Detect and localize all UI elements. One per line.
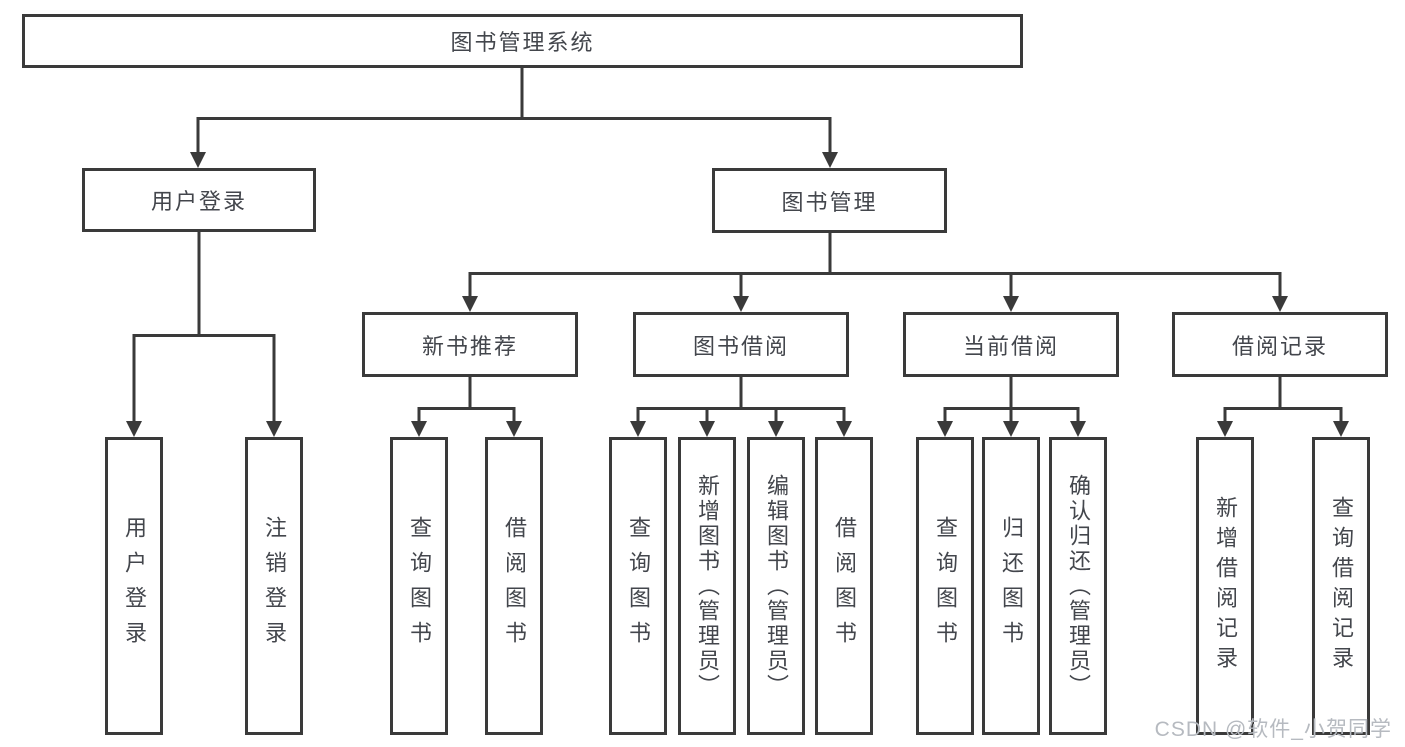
- node-user-login: 用户登录: [82, 168, 316, 232]
- leaf-newrec-borrow-books-label: 借阅图书: [502, 516, 527, 656]
- leaf-borrow-add-books-admin: 新增图书（管理员）: [678, 437, 736, 735]
- leaf-current-return-books-label: 归还图书: [999, 516, 1024, 656]
- leaf-logout: 注销登录: [245, 437, 303, 735]
- node-library-management-system-label: 图书管理系统: [450, 30, 595, 55]
- leaf-borrow-edit-books-admin-label: 编辑图书（管理员）: [764, 473, 789, 699]
- node-book-management: 图书管理: [712, 168, 947, 233]
- node-book-borrow-label: 图书借阅: [692, 333, 789, 359]
- leaf-borrow-edit-books-admin: 编辑图书（管理员）: [747, 437, 805, 735]
- node-library-management-system: 图书管理系统: [22, 14, 1023, 68]
- leaf-borrow-add-books-admin-label: 新增图书（管理员）: [695, 473, 720, 699]
- leaf-borrow-query-books: 查询图书: [609, 437, 667, 735]
- leaf-borrow-query-books-label: 查询图书: [626, 516, 651, 656]
- connector-user-login-to-leaves: [126, 232, 282, 437]
- node-book-management-label: 图书管理: [781, 189, 878, 215]
- leaf-borrow-borrow-books: 借阅图书: [815, 437, 873, 735]
- leaf-records-query-record-label: 查询借阅记录: [1329, 496, 1354, 676]
- connector-borrow-records-to-leaves: [1217, 377, 1349, 437]
- connector-root-to-level2: [190, 68, 838, 168]
- node-borrow-records: 借阅记录: [1172, 312, 1388, 377]
- connector-current-borrow-to-leaves: [937, 377, 1086, 437]
- leaf-current-confirm-return-admin-label: 确认归还（管理员）: [1066, 473, 1091, 699]
- leaf-current-confirm-return-admin: 确认归还（管理员）: [1049, 437, 1107, 735]
- node-book-borrow: 图书借阅: [633, 312, 849, 377]
- csdn-watermark: CSDN @软件_小贺同学: [1154, 718, 1392, 741]
- leaf-newrec-query-books: 查询图书: [390, 437, 448, 735]
- leaf-records-query-record: 查询借阅记录: [1312, 437, 1370, 735]
- leaf-current-query-books: 查询图书: [916, 437, 974, 735]
- leaf-current-query-books-label: 查询图书: [933, 516, 958, 656]
- node-user-login-label: 用户登录: [150, 189, 247, 214]
- leaf-borrow-borrow-books-label: 借阅图书: [832, 516, 857, 656]
- node-new-book-recommend: 新书推荐: [362, 312, 578, 377]
- node-current-borrow-label: 当前借阅: [962, 333, 1059, 359]
- leaf-newrec-borrow-books: 借阅图书: [485, 437, 543, 735]
- leaf-records-add-record: 新增借阅记录: [1196, 437, 1254, 735]
- leaf-user-login: 用户登录: [105, 437, 163, 735]
- leaf-logout-label: 注销登录: [262, 516, 287, 656]
- connector-book-borrow-to-leaves: [630, 377, 852, 437]
- node-borrow-records-label: 借阅记录: [1231, 333, 1328, 359]
- connector-new-book-recommend-to-leaves: [411, 377, 522, 437]
- leaf-user-login-label: 用户登录: [122, 516, 147, 656]
- connector-book-management-to-level3: [462, 233, 1288, 312]
- leaf-newrec-query-books-label: 查询图书: [407, 516, 432, 656]
- leaf-records-add-record-label: 新增借阅记录: [1213, 496, 1238, 676]
- node-current-borrow: 当前借阅: [903, 312, 1119, 377]
- leaf-current-return-books: 归还图书: [982, 437, 1040, 735]
- node-new-book-recommend-label: 新书推荐: [421, 333, 518, 359]
